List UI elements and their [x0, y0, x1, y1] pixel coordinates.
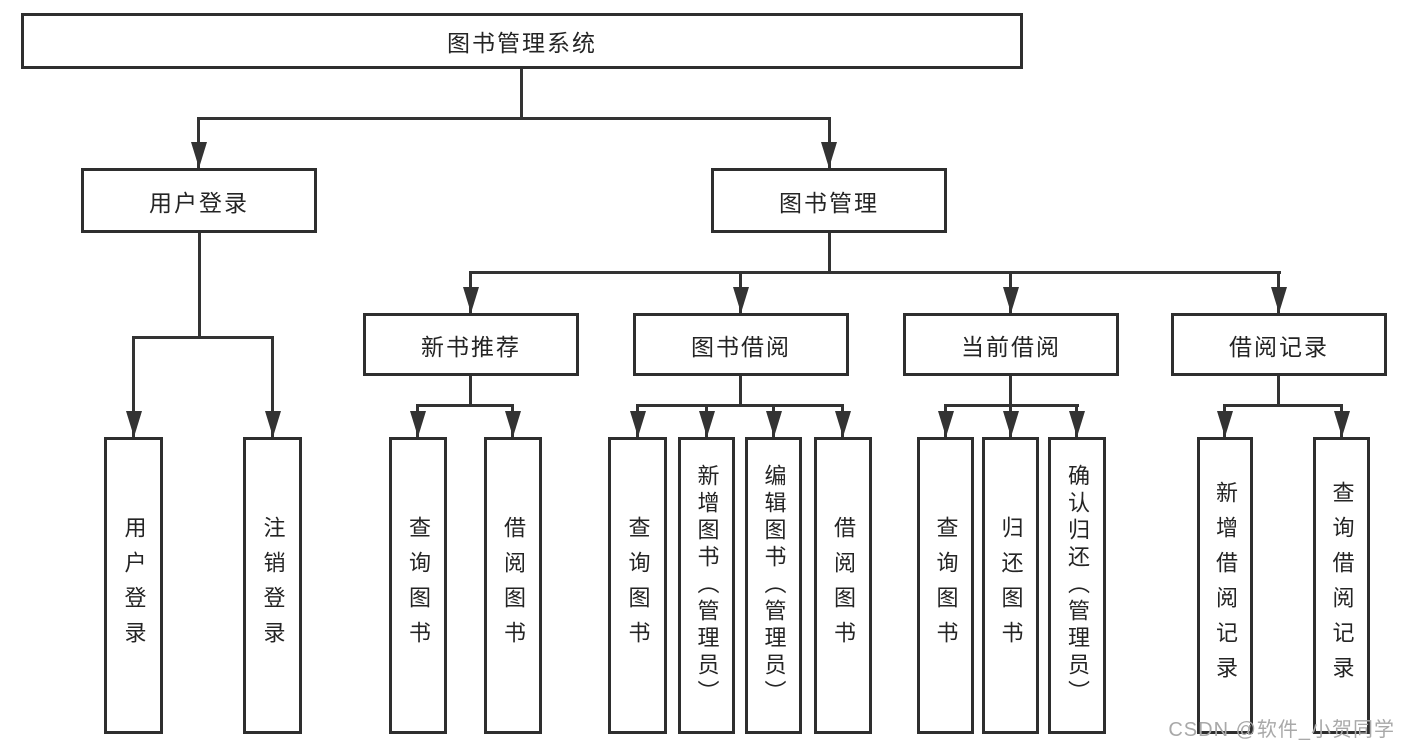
leaf-borrow-books: 借阅图书 — [484, 437, 542, 734]
leaf-label: 归还图书 — [998, 515, 1024, 656]
connector-line — [416, 404, 514, 407]
leaf-label: 注销登录 — [260, 515, 286, 656]
connector-line — [469, 271, 1281, 274]
arrow-down-icon — [1334, 411, 1350, 437]
arrow-down-icon — [938, 411, 954, 437]
leaf-return-books: 归还图书 — [982, 437, 1039, 734]
connector-line — [132, 336, 274, 339]
node-new-book-recommendation: 新书推荐 — [363, 313, 579, 376]
csdn-watermark: CSDN @软件_小贺同学 — [1168, 719, 1395, 741]
node-user-login: 用户登录 — [81, 168, 317, 233]
arrow-down-icon — [126, 411, 142, 437]
connector-line — [1009, 376, 1012, 406]
connector-line — [1277, 376, 1280, 406]
leaf-label: 编辑图书（管理员） — [761, 464, 787, 707]
leaf-query-books: 查询图书 — [608, 437, 667, 734]
leaf-label: 查询借阅记录 — [1329, 480, 1355, 691]
connector-line — [198, 233, 201, 336]
arrow-down-icon — [733, 287, 749, 313]
leaf-label: 新增图书（管理员） — [694, 464, 720, 707]
leaf-label: 新增借阅记录 — [1213, 480, 1238, 691]
leaf-borrow-books: 借阅图书 — [814, 437, 872, 734]
node-current-borrowing: 当前借阅 — [903, 313, 1119, 376]
leaf-query-books: 查询图书 — [917, 437, 974, 734]
leaf-add-books-admin: 新增图书（管理员） — [678, 437, 735, 734]
leaf-query-books: 查询图书 — [389, 437, 447, 734]
arrow-down-icon — [1217, 411, 1233, 437]
arrow-down-icon — [1069, 411, 1085, 437]
leaf-label: 查询图书 — [625, 515, 651, 656]
arrow-down-icon — [191, 142, 207, 168]
arrow-down-icon — [630, 411, 646, 437]
arrow-down-icon — [835, 411, 851, 437]
connector-line — [828, 233, 831, 274]
connector-line — [520, 69, 523, 118]
connector-line — [739, 376, 742, 406]
node-borrowing-records: 借阅记录 — [1171, 313, 1387, 376]
leaf-add-borrow-record: 新增借阅记录 — [1197, 437, 1253, 734]
connector-line — [636, 404, 844, 407]
arrow-down-icon — [463, 287, 479, 313]
connector-line — [271, 336, 274, 437]
connector-line — [1223, 404, 1343, 407]
leaf-confirm-return-admin: 确认归还（管理员） — [1048, 437, 1106, 734]
arrow-down-icon — [1003, 287, 1019, 313]
leaf-label: 确认归还（管理员） — [1065, 464, 1090, 707]
arrow-down-icon — [265, 411, 281, 437]
arrow-down-icon — [1271, 287, 1287, 313]
leaf-query-borrow-record: 查询借阅记录 — [1313, 437, 1370, 734]
leaf-label: 借阅图书 — [831, 515, 856, 656]
node-book-management: 图书管理 — [711, 168, 947, 233]
connector-line — [197, 117, 831, 120]
arrow-down-icon — [766, 411, 782, 437]
leaf-label: 查询图书 — [933, 515, 959, 656]
leaf-user-login: 用户登录 — [104, 437, 163, 734]
leaf-logout: 注销登录 — [243, 437, 302, 734]
node-book-borrowing: 图书借阅 — [633, 313, 849, 376]
connector-line — [132, 336, 135, 437]
arrow-down-icon — [1003, 411, 1019, 437]
arrow-down-icon — [821, 142, 837, 168]
leaf-label: 查询图书 — [406, 515, 431, 656]
leaf-label: 用户登录 — [121, 515, 147, 656]
leaf-edit-books-admin: 编辑图书（管理员） — [745, 437, 802, 734]
node-library-management-system: 图书管理系统 — [21, 13, 1023, 69]
arrow-down-icon — [410, 411, 426, 437]
arrow-down-icon — [505, 411, 521, 437]
leaf-label: 借阅图书 — [501, 515, 526, 656]
connector-line — [469, 376, 472, 406]
arrow-down-icon — [699, 411, 715, 437]
